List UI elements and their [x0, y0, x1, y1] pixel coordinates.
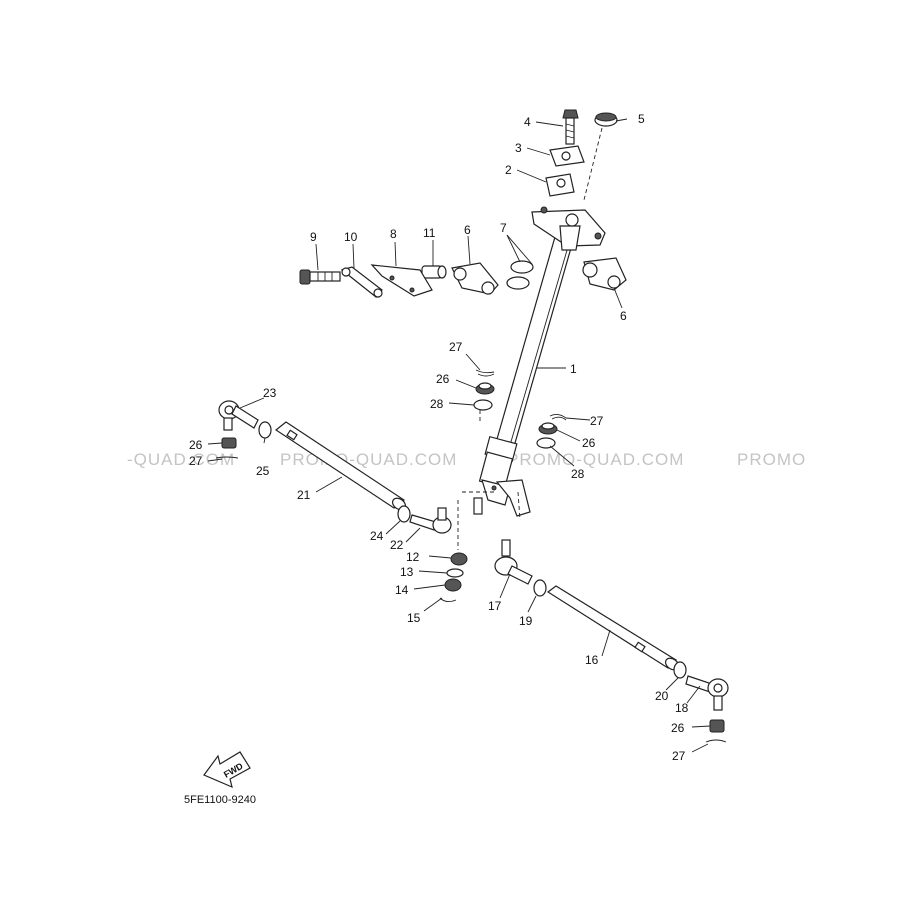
washer-13 [446, 568, 464, 578]
collar-part-2 [545, 173, 575, 197]
link-part-10 [340, 266, 383, 298]
bolt-part-4 [562, 109, 579, 145]
label-1: 1 [570, 362, 577, 376]
label-6-left: 6 [464, 223, 471, 237]
label-20: 20 [655, 689, 669, 703]
tie-rod-end-18 [685, 675, 729, 711]
label-14: 14 [395, 583, 409, 597]
label-25: 25 [256, 464, 270, 478]
stud-bolt [473, 497, 483, 515]
bolt-part-9 [299, 269, 341, 285]
rings-part-7 [506, 260, 534, 290]
tie-rod-end-17 [494, 539, 533, 585]
diagram-code: 5FE1100-9240 [184, 794, 256, 806]
holder-part-6-right [582, 257, 627, 291]
ball-joint-22 [409, 507, 452, 534]
label-12: 12 [406, 550, 420, 564]
nut-26-b [538, 422, 558, 435]
label-22: 22 [390, 538, 404, 552]
label-17: 17 [488, 599, 502, 613]
part-number-labels: 1 2 3 4 5 6 6 7 8 9 10 11 12 13 14 15 16… [189, 112, 689, 763]
label-26-c: 26 [189, 438, 203, 452]
plate-part-8 [370, 264, 433, 297]
label-28-a: 28 [430, 397, 444, 411]
label-3: 3 [515, 141, 522, 155]
nut-26-c [221, 437, 237, 449]
cotter-pin-27-d [705, 739, 727, 743]
nut-20 [673, 661, 687, 679]
label-26-b: 26 [582, 436, 596, 450]
watermark-2: PROMO-QUAD.COM [280, 450, 457, 469]
label-11: 11 [423, 226, 436, 240]
label-23: 23 [263, 386, 277, 400]
label-15: 15 [407, 611, 421, 625]
label-27-c: 27 [189, 454, 203, 468]
label-19: 19 [519, 614, 533, 628]
nut-19 [533, 579, 547, 597]
clamp-part-3 [549, 145, 585, 167]
cotter-pin-27-b [549, 413, 567, 421]
watermark-4: PROMO [737, 450, 806, 469]
nut-24 [397, 505, 411, 523]
label-21: 21 [297, 488, 311, 502]
nut-14 [444, 578, 462, 592]
nut-26-a [475, 382, 495, 395]
watermark-1: -QUAD.COM [127, 450, 235, 469]
forward-arrow-icon: FWD [203, 751, 251, 789]
holder-part-6-left [451, 262, 499, 295]
label-5: 5 [638, 112, 645, 126]
label-27-b: 27 [590, 414, 604, 428]
label-27-a: 27 [449, 340, 463, 354]
leader-lines [207, 118, 711, 753]
steering-shaft [462, 229, 576, 521]
label-16: 16 [585, 653, 599, 667]
label-13: 13 [400, 565, 414, 579]
nut-25 [258, 421, 272, 439]
label-9: 9 [310, 230, 317, 244]
watermark-3: PROMO-QUAD.COM [507, 450, 684, 469]
washer-28-a [473, 399, 493, 411]
nut-26-d [709, 719, 725, 733]
label-2: 2 [505, 163, 512, 177]
label-24: 24 [370, 529, 384, 543]
collar-part-11 [421, 265, 447, 279]
label-8: 8 [390, 227, 397, 241]
label-26-d: 26 [671, 721, 685, 735]
label-18: 18 [675, 701, 689, 715]
cotter-pin-27-c [215, 456, 239, 459]
cotter-pin-15 [439, 597, 457, 603]
cotter-pin-27-a [475, 369, 495, 377]
label-27-d: 27 [672, 749, 686, 763]
cap-part-5 [594, 112, 618, 127]
label-6-right: 6 [620, 309, 627, 323]
tie-rod-end-23 [218, 400, 259, 431]
column-top-plate [531, 206, 606, 251]
label-10: 10 [344, 230, 358, 244]
label-7: 7 [500, 221, 507, 235]
washer-28-b [536, 437, 556, 449]
collar-12 [450, 552, 468, 566]
tie-rod-16 [546, 585, 680, 671]
label-4: 4 [524, 115, 531, 129]
label-28-b: 28 [571, 467, 585, 481]
label-26-a: 26 [436, 372, 450, 386]
